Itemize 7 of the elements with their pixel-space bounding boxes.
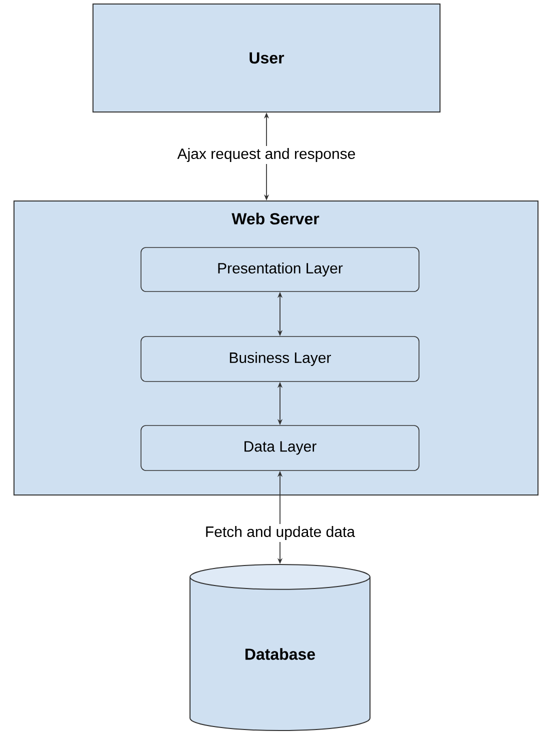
edge-label: Ajax request and response	[175, 146, 358, 164]
layer-box: Business Layer	[140, 336, 420, 382]
layer-box: Data Layer	[140, 425, 420, 471]
user-box: User	[92, 4, 440, 112]
database-cylinder: Database	[190, 564, 370, 732]
edge-label: Fetch and update data	[202, 524, 358, 542]
layer-box: Presentation Layer	[140, 247, 420, 292]
